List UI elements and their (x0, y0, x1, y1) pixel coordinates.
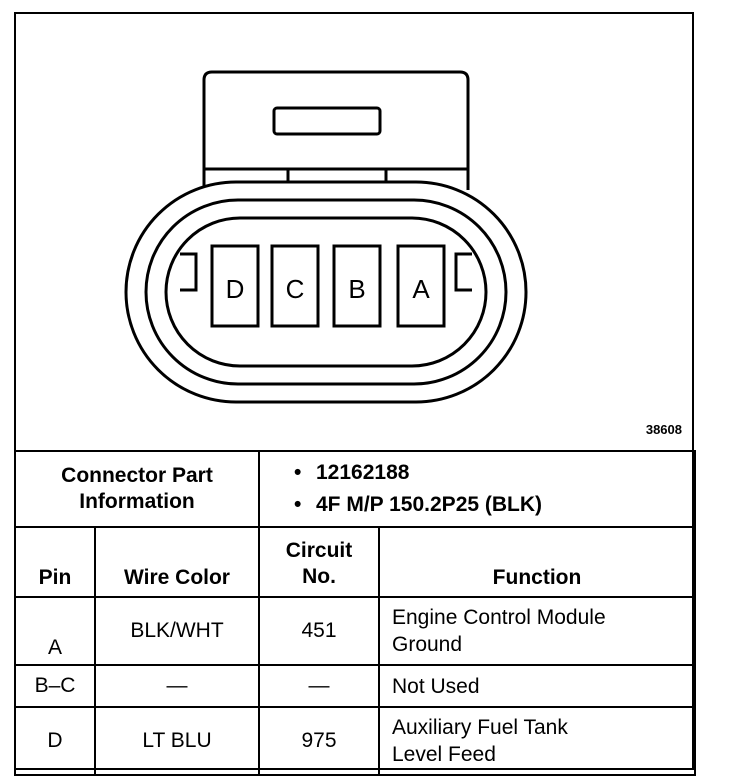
cavity-a-label: A (412, 274, 430, 304)
function-cell: Auxiliary Fuel Tank Level Feed (378, 706, 696, 776)
bullet-icon: • (294, 493, 302, 516)
figure-id: 38608 (645, 422, 682, 437)
part-info-label: Connector Part Information (14, 450, 260, 528)
function-cell: Engine Control Module Ground (378, 596, 696, 666)
function-cell: Not Used (378, 664, 696, 708)
circuit-cell: 975 (258, 706, 380, 776)
part-info-label-line2: Information (79, 490, 195, 513)
part-info-label-line1: Connector Part (61, 464, 213, 487)
pin-cell: B–C (14, 664, 96, 708)
connector-face-view: D C B A (124, 70, 528, 404)
circuit-cell: — (258, 664, 380, 708)
header-wire-color: Wire Color (94, 526, 260, 598)
header-pin: Pin (14, 526, 96, 598)
table-row: B–C — — Not Used (14, 664, 696, 708)
cavity-c: C (270, 244, 320, 328)
pin-cell: D (14, 706, 96, 776)
cavity-b-label: B (348, 274, 365, 304)
part-info-item: •4F M/P 150.2P25 (BLK) (294, 489, 686, 521)
table-row: D LT BLU 975 Auxiliary Fuel Tank Level F… (14, 706, 696, 776)
cavity-d-label: D (226, 274, 245, 304)
part-info-row: Connector Part Information •12162188 •4F… (14, 450, 696, 528)
circuit-cell: 451 (258, 596, 380, 666)
bullet-icon: • (294, 461, 302, 484)
locking-tab (202, 70, 470, 190)
cavity-b: B (332, 244, 382, 328)
wire-color-cell: BLK/WHT (94, 596, 260, 666)
cavity-d: D (210, 244, 260, 328)
connector-diagram-frame: D C B A 38608 Connector Part Information (14, 12, 696, 776)
part-info-item: •12162188 (294, 457, 686, 489)
cavity-a: A (396, 244, 446, 328)
wire-color-cell: LT BLU (94, 706, 260, 776)
connector-inner-shell (144, 198, 508, 386)
part-info-list: •12162188 •4F M/P 150.2P25 (BLK) (258, 450, 696, 528)
table-row: A BLK/WHT 451 Engine Control Module Grou… (14, 596, 696, 666)
connector-info-table: Connector Part Information •12162188 •4F… (14, 450, 696, 776)
pin-cell: A (14, 596, 96, 666)
header-circuit: Circuit No. (258, 526, 380, 598)
cavity-c-label: C (286, 274, 305, 304)
connector-outer-shell (124, 180, 528, 404)
wire-color-cell: — (94, 664, 260, 708)
connector-terminal-well (164, 216, 488, 368)
header-row: Pin Wire Color Circuit No. Function (14, 526, 696, 598)
header-function: Function (378, 526, 696, 598)
